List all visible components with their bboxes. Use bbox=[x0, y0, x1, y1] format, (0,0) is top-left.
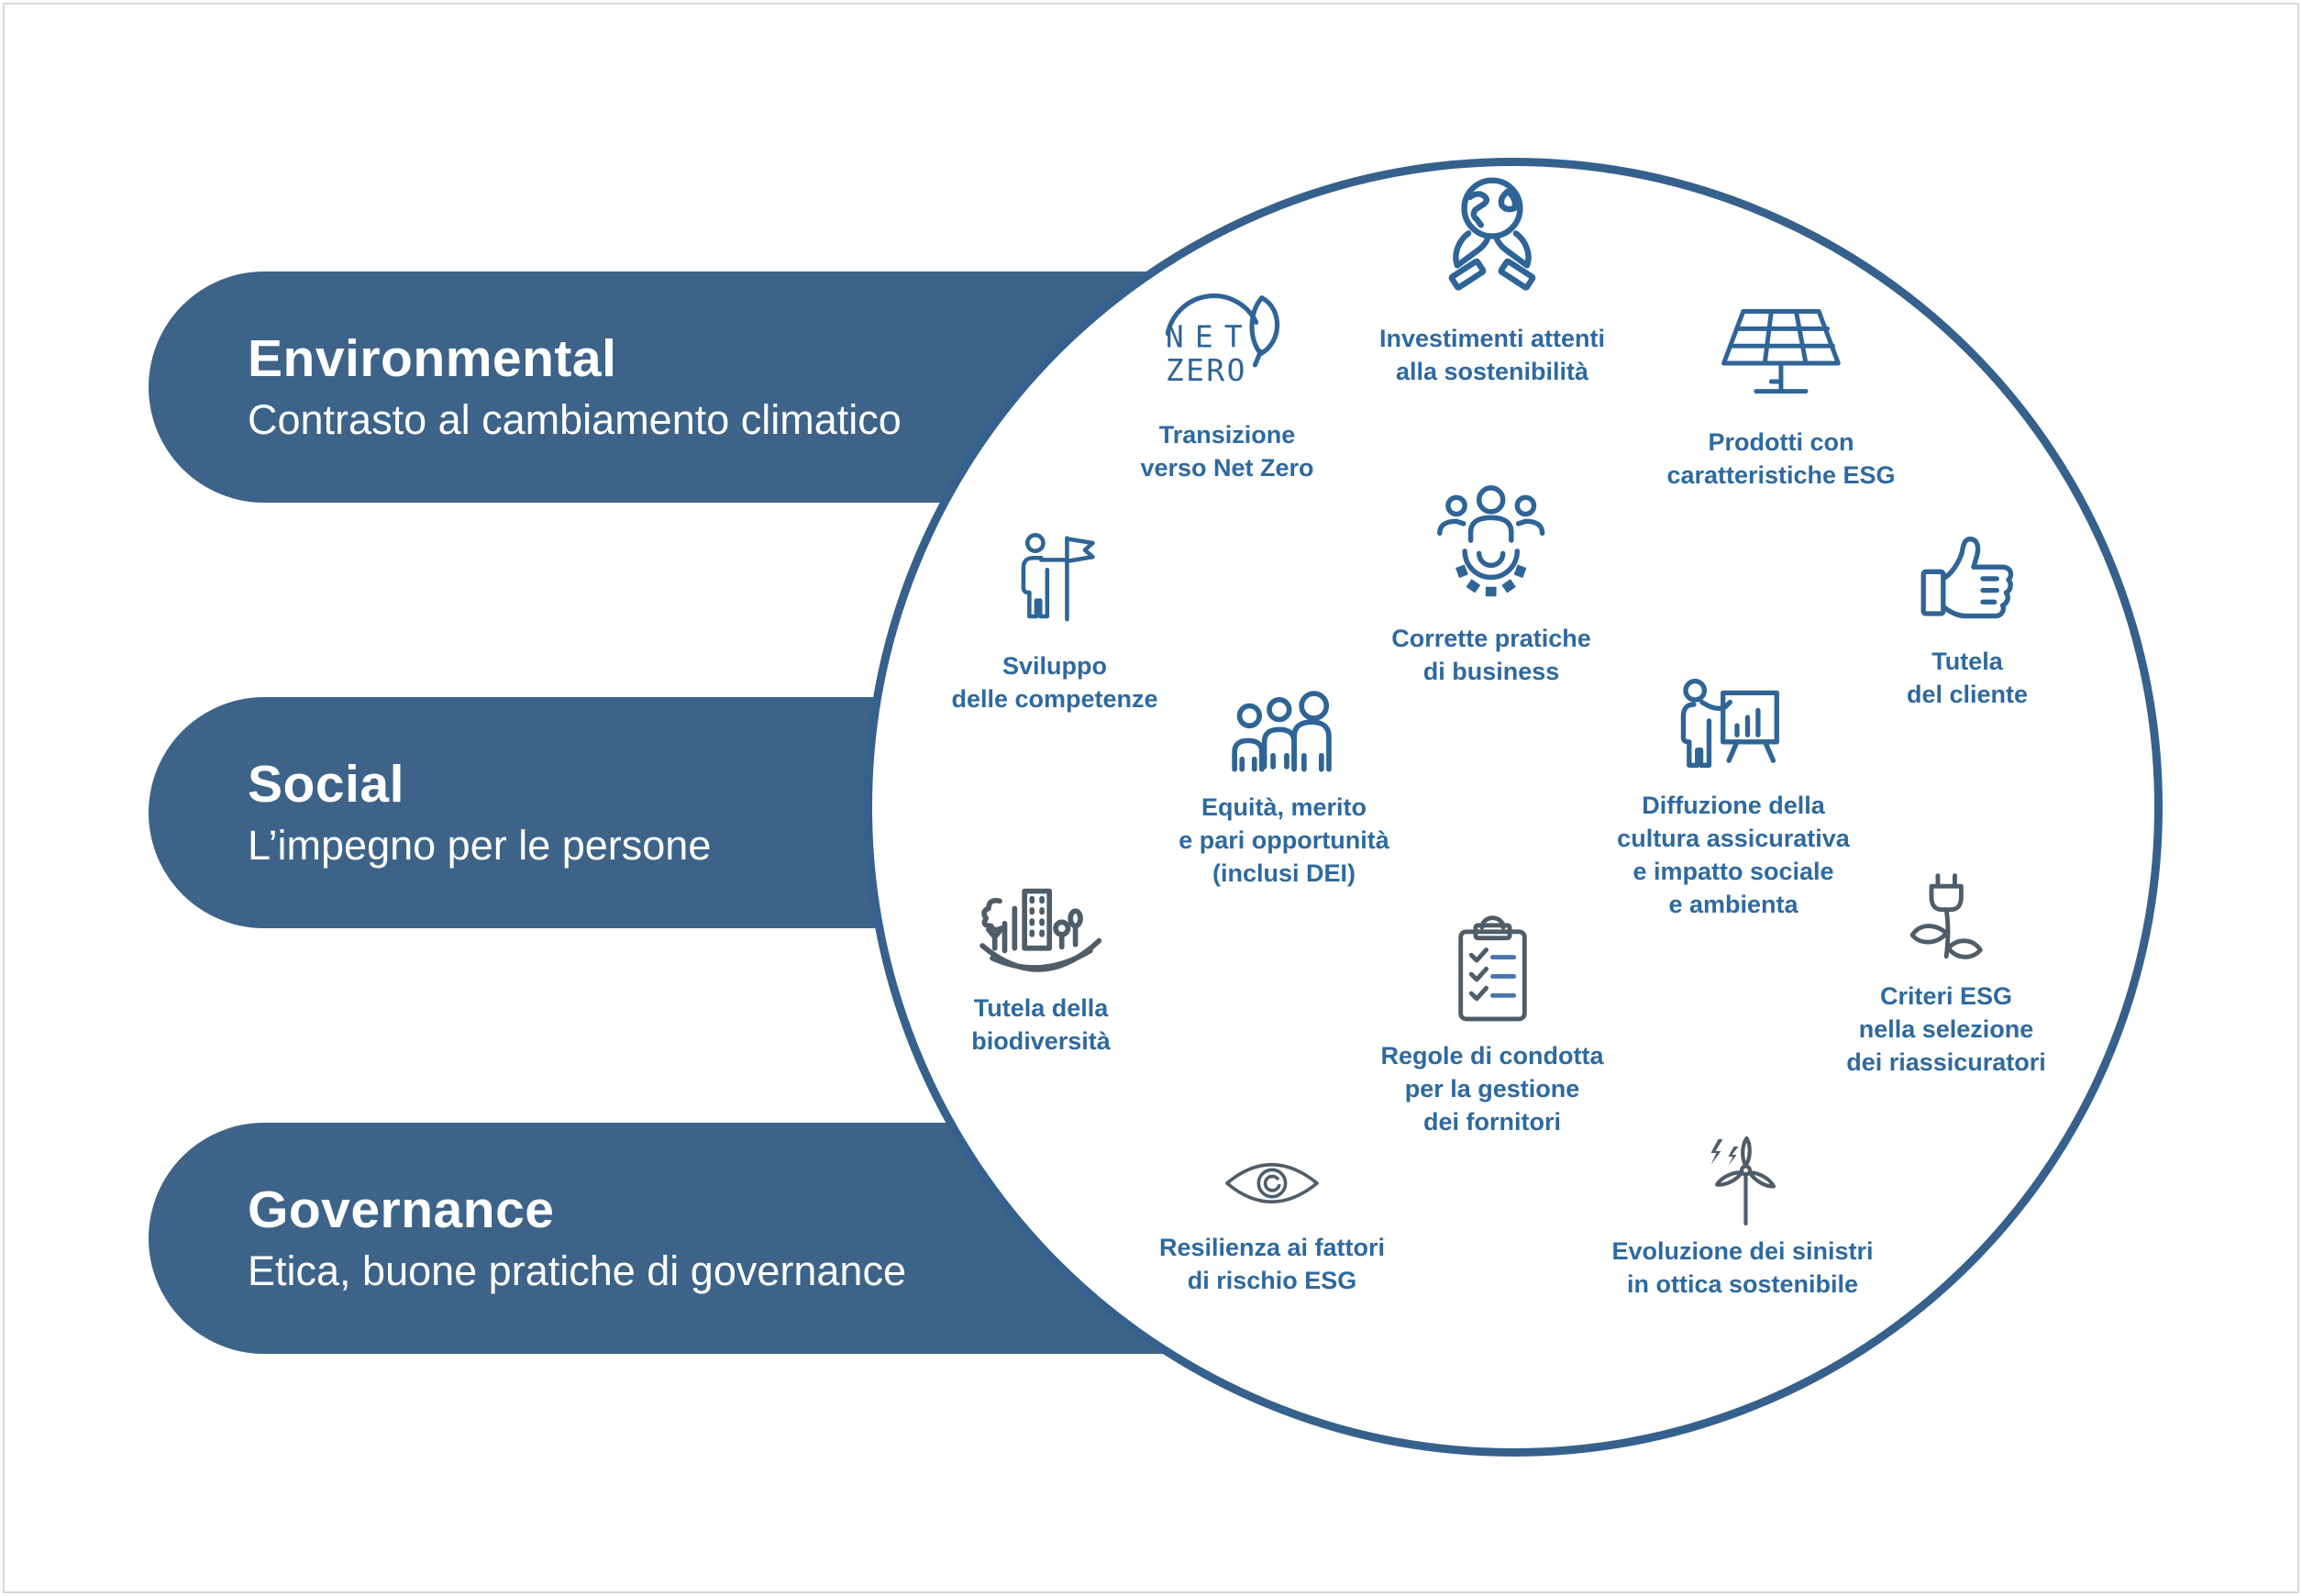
governance-subtitle: Etica, buone pratiche di governance bbox=[248, 1247, 906, 1294]
governance-title: Governance bbox=[248, 1180, 555, 1239]
person-flag-icon bbox=[1005, 530, 1104, 629]
environmental-title: Environmental bbox=[248, 329, 617, 388]
esg-circle bbox=[864, 158, 2163, 1457]
people-gear-icon bbox=[1426, 484, 1557, 604]
wind-turbine-icon bbox=[1692, 1136, 1793, 1227]
checklist-clipboard-icon bbox=[1439, 914, 1545, 1032]
thumbs-up-icon bbox=[1909, 527, 2025, 626]
net-zero-icon: NET ZERO bbox=[1154, 284, 1300, 396]
social-subtitle: L’impegno per le persone bbox=[248, 822, 712, 869]
environmental-subtitle: Contrasto al cambiamento climatico bbox=[248, 396, 902, 443]
social-title: Social bbox=[248, 755, 404, 814]
biodiversity-icon bbox=[972, 879, 1109, 984]
plug-leaf-icon bbox=[1893, 871, 1999, 972]
three-people-icon bbox=[1222, 690, 1346, 774]
solar-panel-icon bbox=[1711, 303, 1852, 405]
eye-icon bbox=[1221, 1154, 1323, 1213]
net-zero-word-2: ZERO bbox=[1166, 352, 1247, 388]
net-zero-word-1: NET bbox=[1166, 318, 1254, 354]
presenter-chart-icon bbox=[1669, 679, 1798, 772]
globe-hands-icon bbox=[1422, 168, 1562, 307]
